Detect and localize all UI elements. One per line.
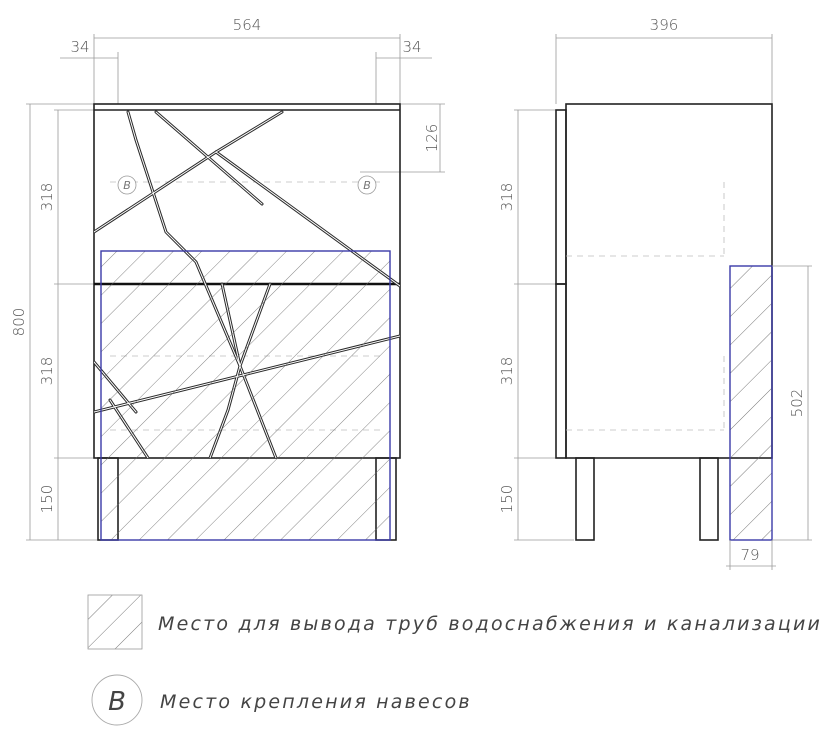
- dim-side-depth: 396: [555, 16, 773, 104]
- dim-front-heights: 800 318 318 150: [10, 103, 98, 541]
- dim-pipe-zone-height-text: 502: [788, 389, 806, 418]
- pipe-zone-side: [729, 265, 773, 541]
- legend: Место для вывода труб водоснабжения и ка…: [87, 594, 820, 726]
- hanger-mark-right: B: [357, 175, 377, 195]
- dim-drawer-bottom-text: 318: [38, 357, 56, 386]
- dim-pipe-zone-height: 502: [772, 265, 812, 541]
- dim-pipe-zone-depth-text: 79: [740, 546, 759, 564]
- dim-front-left-offset: 34: [60, 38, 119, 104]
- dim-total-height-text: 800: [10, 308, 28, 337]
- dim-front-width-text: 564: [233, 16, 262, 34]
- dim-top-offset: 126: [360, 103, 445, 173]
- legend-pipes-label: Место для вывода труб водоснабжения и ка…: [158, 613, 820, 635]
- pipe-zone-front: [100, 250, 391, 541]
- dim-side-drawer-bottom-text: 318: [498, 357, 516, 386]
- dim-side-legs-text: 150: [498, 485, 516, 514]
- legend-hanger: B Место крепления навесов: [91, 674, 472, 726]
- dim-legs-text: 150: [38, 485, 56, 514]
- hanger-mark-left-text: B: [123, 179, 131, 192]
- legend-hanger-label: Место крепления навесов: [160, 691, 472, 713]
- dim-side-drawer-top-text: 318: [498, 183, 516, 212]
- hanger-mark-left: B: [117, 175, 137, 195]
- dim-side-heights: 318 318 150: [498, 109, 574, 541]
- dim-front-width: 564: [93, 16, 401, 104]
- dim-top-offset-text: 126: [423, 124, 441, 153]
- front-view: 564 34 34 126 800: [10, 16, 445, 541]
- dim-front-right-offset-text: 34: [402, 38, 421, 56]
- dim-side-depth-text: 396: [650, 16, 679, 34]
- legend-pipes: Место для вывода труб водоснабжения и ка…: [87, 594, 820, 650]
- side-view: 396 318 318 150: [498, 16, 812, 570]
- dim-front-left-offset-text: 34: [70, 38, 89, 56]
- dim-front-right-offset: 34: [375, 38, 432, 104]
- legend-hanger-symbol: B: [108, 687, 126, 717]
- dim-pipe-zone-depth: 79: [726, 540, 776, 570]
- hanger-mark-right-text: B: [363, 179, 371, 192]
- dim-drawer-top-text: 318: [38, 183, 56, 212]
